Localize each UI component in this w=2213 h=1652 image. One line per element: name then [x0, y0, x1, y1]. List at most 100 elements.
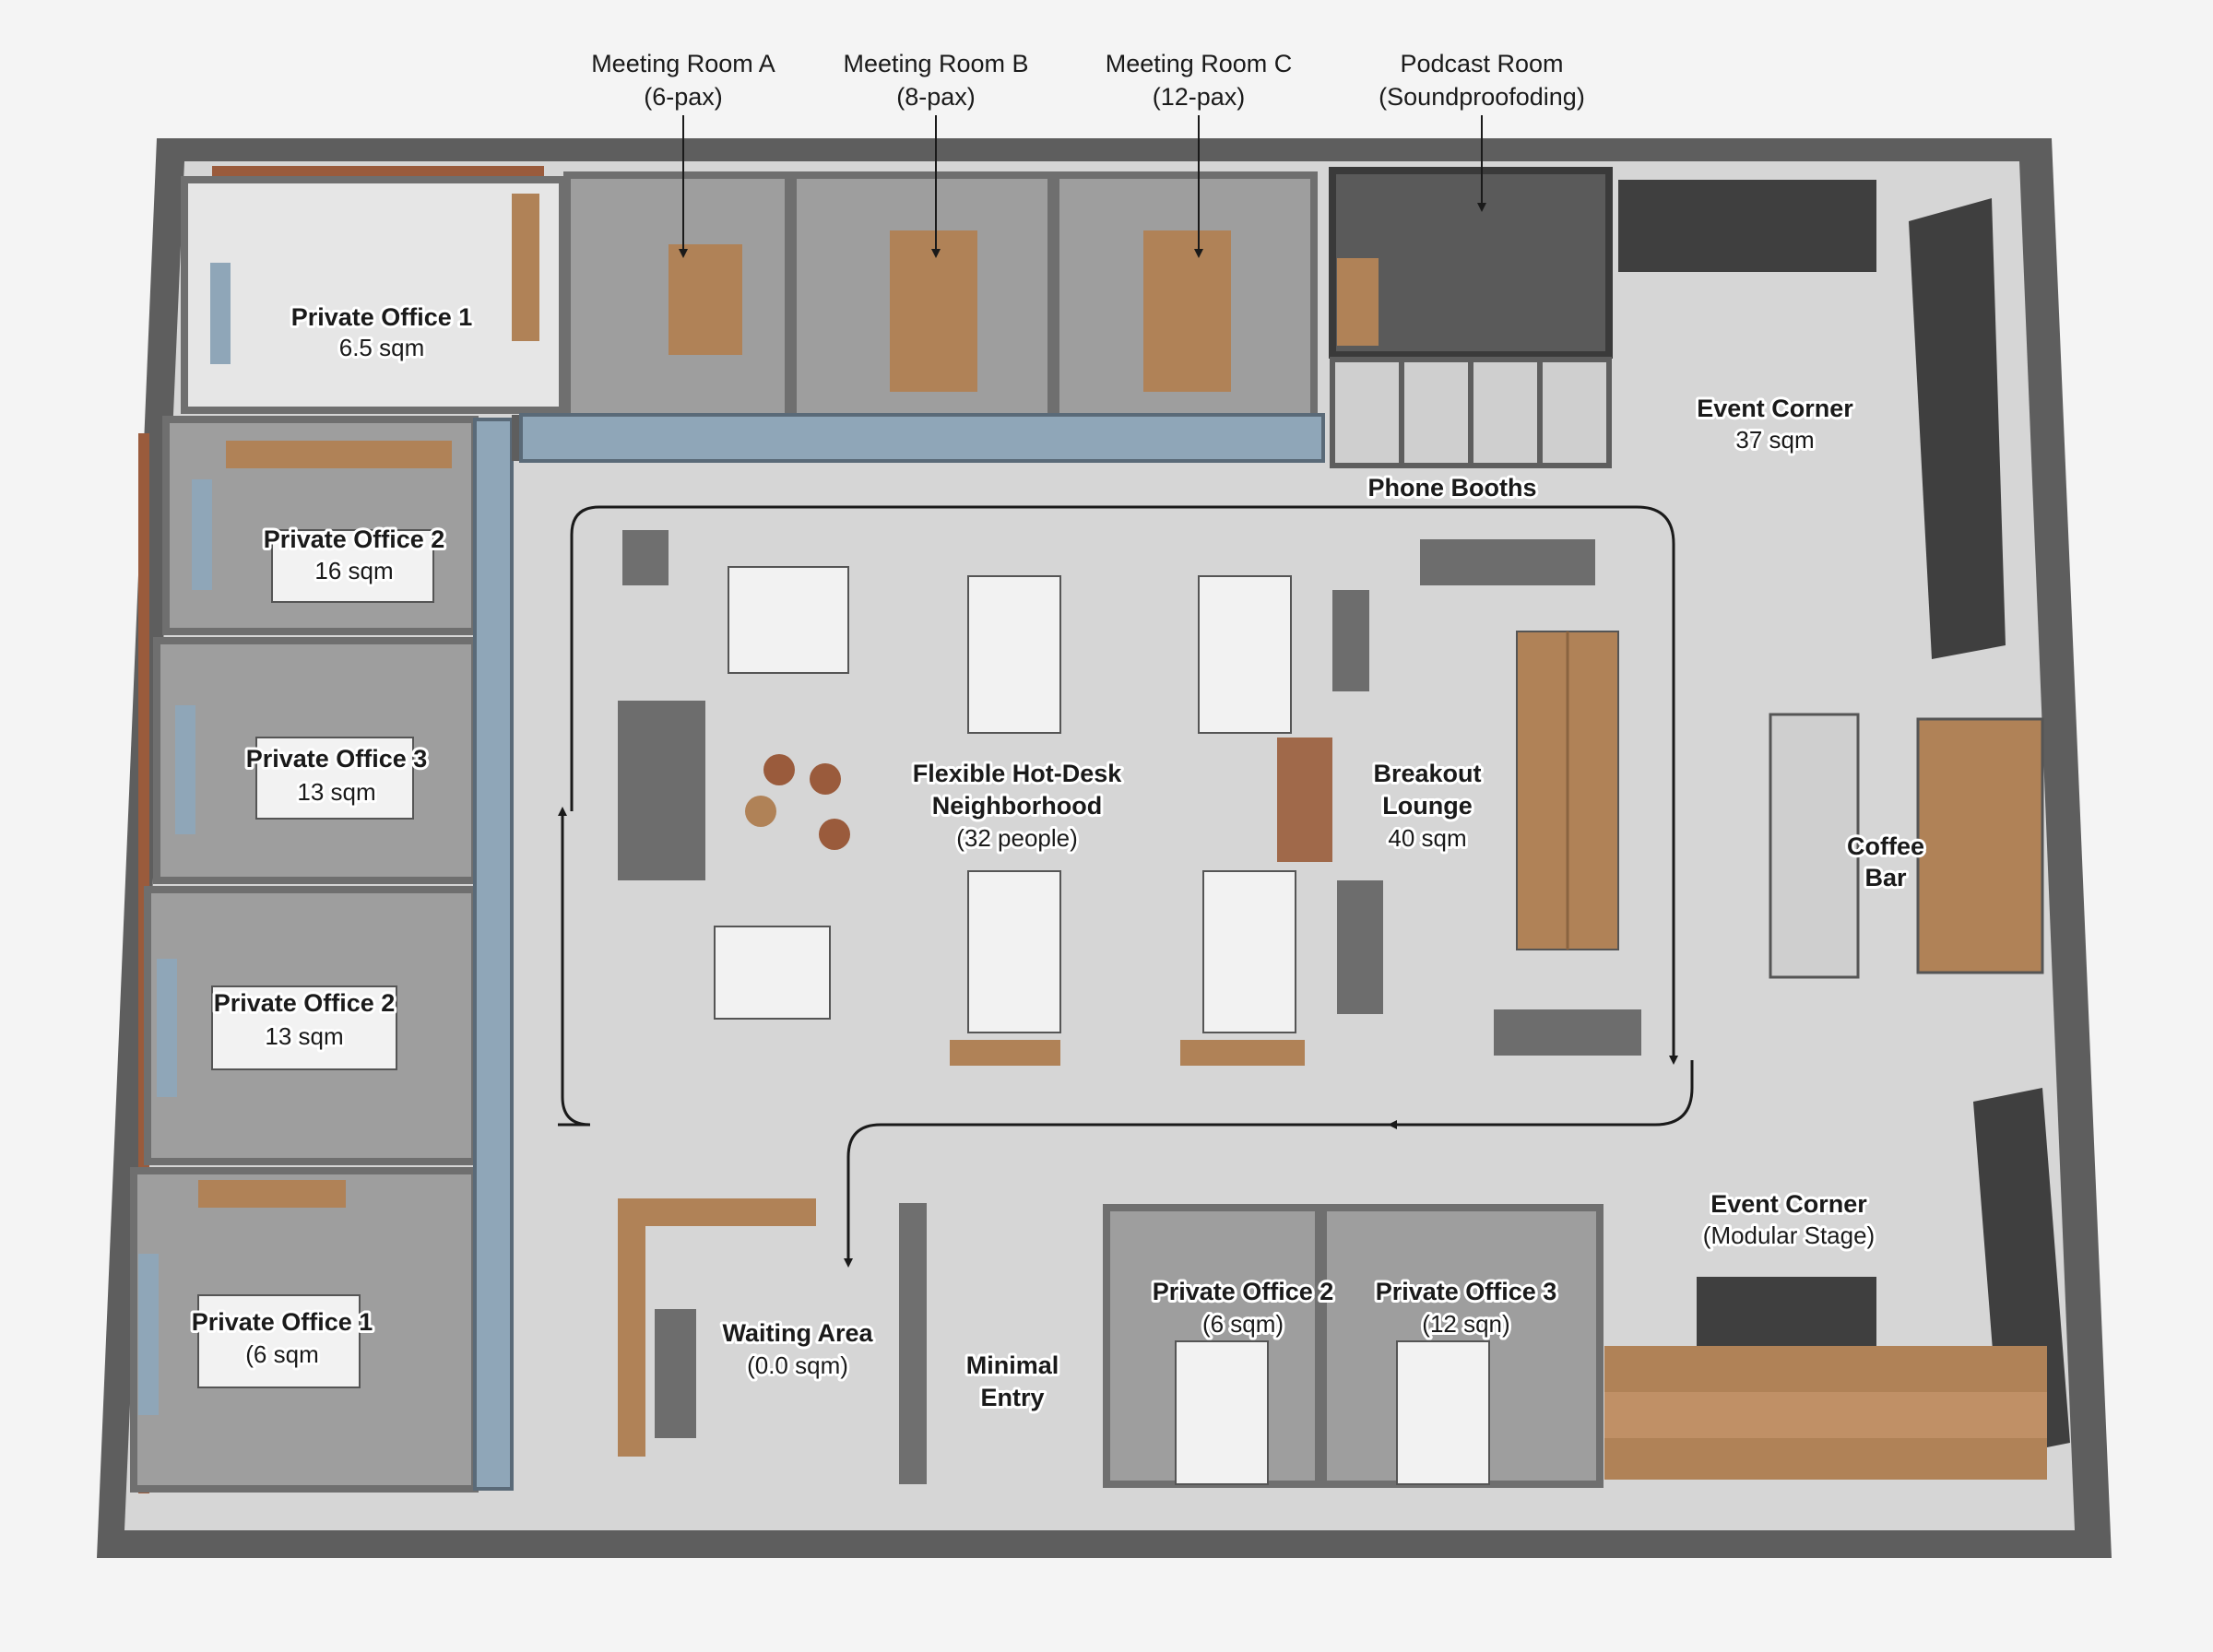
lounge-chair	[819, 819, 850, 850]
private-office-2-lower-label: Private Office 2	[214, 989, 396, 1017]
meeting-table	[669, 244, 742, 355]
meeting-room-b-label: Meeting Room B	[843, 50, 1028, 77]
path-segment	[1388, 1060, 1694, 1129]
stage-step	[1604, 1438, 2047, 1480]
private-office-1-bottom-label: Private Office 1	[192, 1308, 373, 1336]
shelving-top	[1618, 180, 1876, 272]
minimal-entry-label-line-1: Minimal	[966, 1351, 1059, 1379]
top-rooms	[519, 167, 1613, 468]
desk-cluster	[967, 870, 1061, 1033]
waiting-sofa	[655, 1309, 696, 1438]
waiting-area-label: Waiting Area	[722, 1319, 873, 1347]
private-office-3-left-size: 13 sqm	[297, 778, 375, 806]
window	[192, 479, 212, 590]
desk	[512, 194, 539, 341]
partition	[622, 530, 669, 585]
meeting-room-c-capacity: (12-pax)	[1153, 83, 1246, 111]
event-corner-top-label: Event Corner	[1697, 395, 1853, 422]
private-office-3-bottom-size: (12 sqn)	[1422, 1310, 1509, 1338]
path-segment	[844, 1123, 1392, 1268]
sofa	[1332, 590, 1369, 691]
private-office-2-left-size: 16 sqm	[314, 557, 393, 584]
desk-cluster	[1198, 575, 1292, 734]
breakout-lounge-label-line-2: Lounge	[1382, 792, 1472, 820]
shelf	[226, 441, 452, 468]
coffee-bar-label-line-1: Coffee	[1847, 832, 1924, 860]
desk-cluster	[714, 926, 831, 1020]
phone-booths-label: Phone Booths	[1368, 474, 1537, 502]
hot-desk-label-line-1: Flexible Hot-Desk	[913, 760, 1123, 787]
table	[211, 985, 397, 1070]
event-corner-bottom-detail: (Modular Stage)	[1703, 1221, 1875, 1249]
private-office-2-lower-size: 13 sqm	[265, 1022, 343, 1050]
meeting-table	[1143, 230, 1231, 392]
bottom-rooms	[618, 1198, 1604, 1488]
path-segment	[570, 505, 1088, 811]
shelf	[198, 1180, 346, 1208]
desk-cluster	[1202, 870, 1296, 1033]
event-corner-bottom-label: Event Corner	[1710, 1190, 1867, 1218]
table	[255, 737, 414, 820]
main-floor	[124, 161, 2075, 1530]
meeting-room-a-capacity: (6-pax)	[644, 83, 723, 111]
event-corner-top-size: 37 sqm	[1735, 426, 1814, 454]
labels: Meeting Room A (6-pax) Meeting Room B (8…	[189, 50, 1927, 1414]
lounge-chair	[810, 763, 841, 795]
path-segment	[558, 807, 591, 1127]
bench	[1277, 738, 1332, 862]
circulation-path	[558, 505, 1694, 1268]
private-office-3-left-label: Private Office 3	[246, 745, 428, 773]
desk	[1337, 258, 1379, 346]
window	[175, 705, 195, 834]
private-office-3-bottom-label: Private Office 3	[1376, 1278, 1557, 1305]
hot-desk-capacity: (32 people)	[956, 824, 1078, 852]
stage-step	[1604, 1392, 2047, 1438]
left-office-column	[130, 176, 566, 1493]
meeting-table	[890, 230, 977, 392]
planter	[950, 1040, 1060, 1066]
podcast-room-detail: (Soundproofoding)	[1379, 83, 1585, 111]
entry-wall	[899, 1203, 927, 1484]
wood-trim-top	[212, 166, 544, 177]
window	[138, 1254, 159, 1415]
private-office-1-top-room	[181, 176, 566, 414]
private-office-2-bottom-label: Private Office 2	[1153, 1278, 1334, 1305]
waiting-area-size: (0.0 sqm)	[747, 1351, 848, 1379]
meeting-room-a-label: Meeting Room A	[591, 50, 775, 77]
central-area	[618, 530, 1641, 1066]
desk-cluster	[728, 566, 849, 674]
hot-desk-label-line-2: Neighborhood	[932, 792, 1102, 820]
lounge-chair	[763, 754, 795, 785]
window	[157, 959, 177, 1097]
private-office-2-bottom-size: (6 sqm)	[1202, 1310, 1284, 1338]
meeting-room-b-capacity: (8-pax)	[896, 83, 976, 111]
private-office-1-top-label: Private Office 1	[291, 303, 473, 331]
stage-step	[1604, 1346, 2047, 1392]
private-office-2-left-label: Private Office 2	[264, 525, 445, 553]
minimal-entry-label-line-2: Entry	[980, 1384, 1044, 1411]
callout-lines	[679, 115, 1486, 258]
shelving-right	[1909, 198, 2006, 659]
table	[271, 529, 434, 603]
building-shell	[97, 138, 2112, 1558]
sofa	[1420, 539, 1595, 585]
lounge-chair	[745, 796, 776, 827]
desk	[1396, 1340, 1490, 1485]
breakout-lounge-size: 40 sqm	[1388, 824, 1466, 852]
private-office-1-bottom-size: (6 sqm	[245, 1340, 318, 1368]
glass-partition-top	[519, 413, 1325, 463]
right-side	[1604, 180, 2070, 1480]
sofa	[1494, 1009, 1641, 1056]
private-office-1-top-size: 6.5 sqm	[339, 334, 425, 361]
table	[197, 1294, 361, 1388]
meeting-room-c-label: Meeting Room C	[1106, 50, 1293, 77]
desk-cluster	[967, 575, 1061, 734]
desk	[1175, 1340, 1269, 1485]
sofa	[1337, 880, 1383, 1014]
reception-counter	[618, 1198, 816, 1226]
coffee-bar-label-line-2: Bar	[1864, 864, 1907, 891]
reception-counter-side	[618, 1198, 645, 1457]
planter	[1180, 1040, 1305, 1066]
glass-partition-left	[473, 418, 514, 1491]
